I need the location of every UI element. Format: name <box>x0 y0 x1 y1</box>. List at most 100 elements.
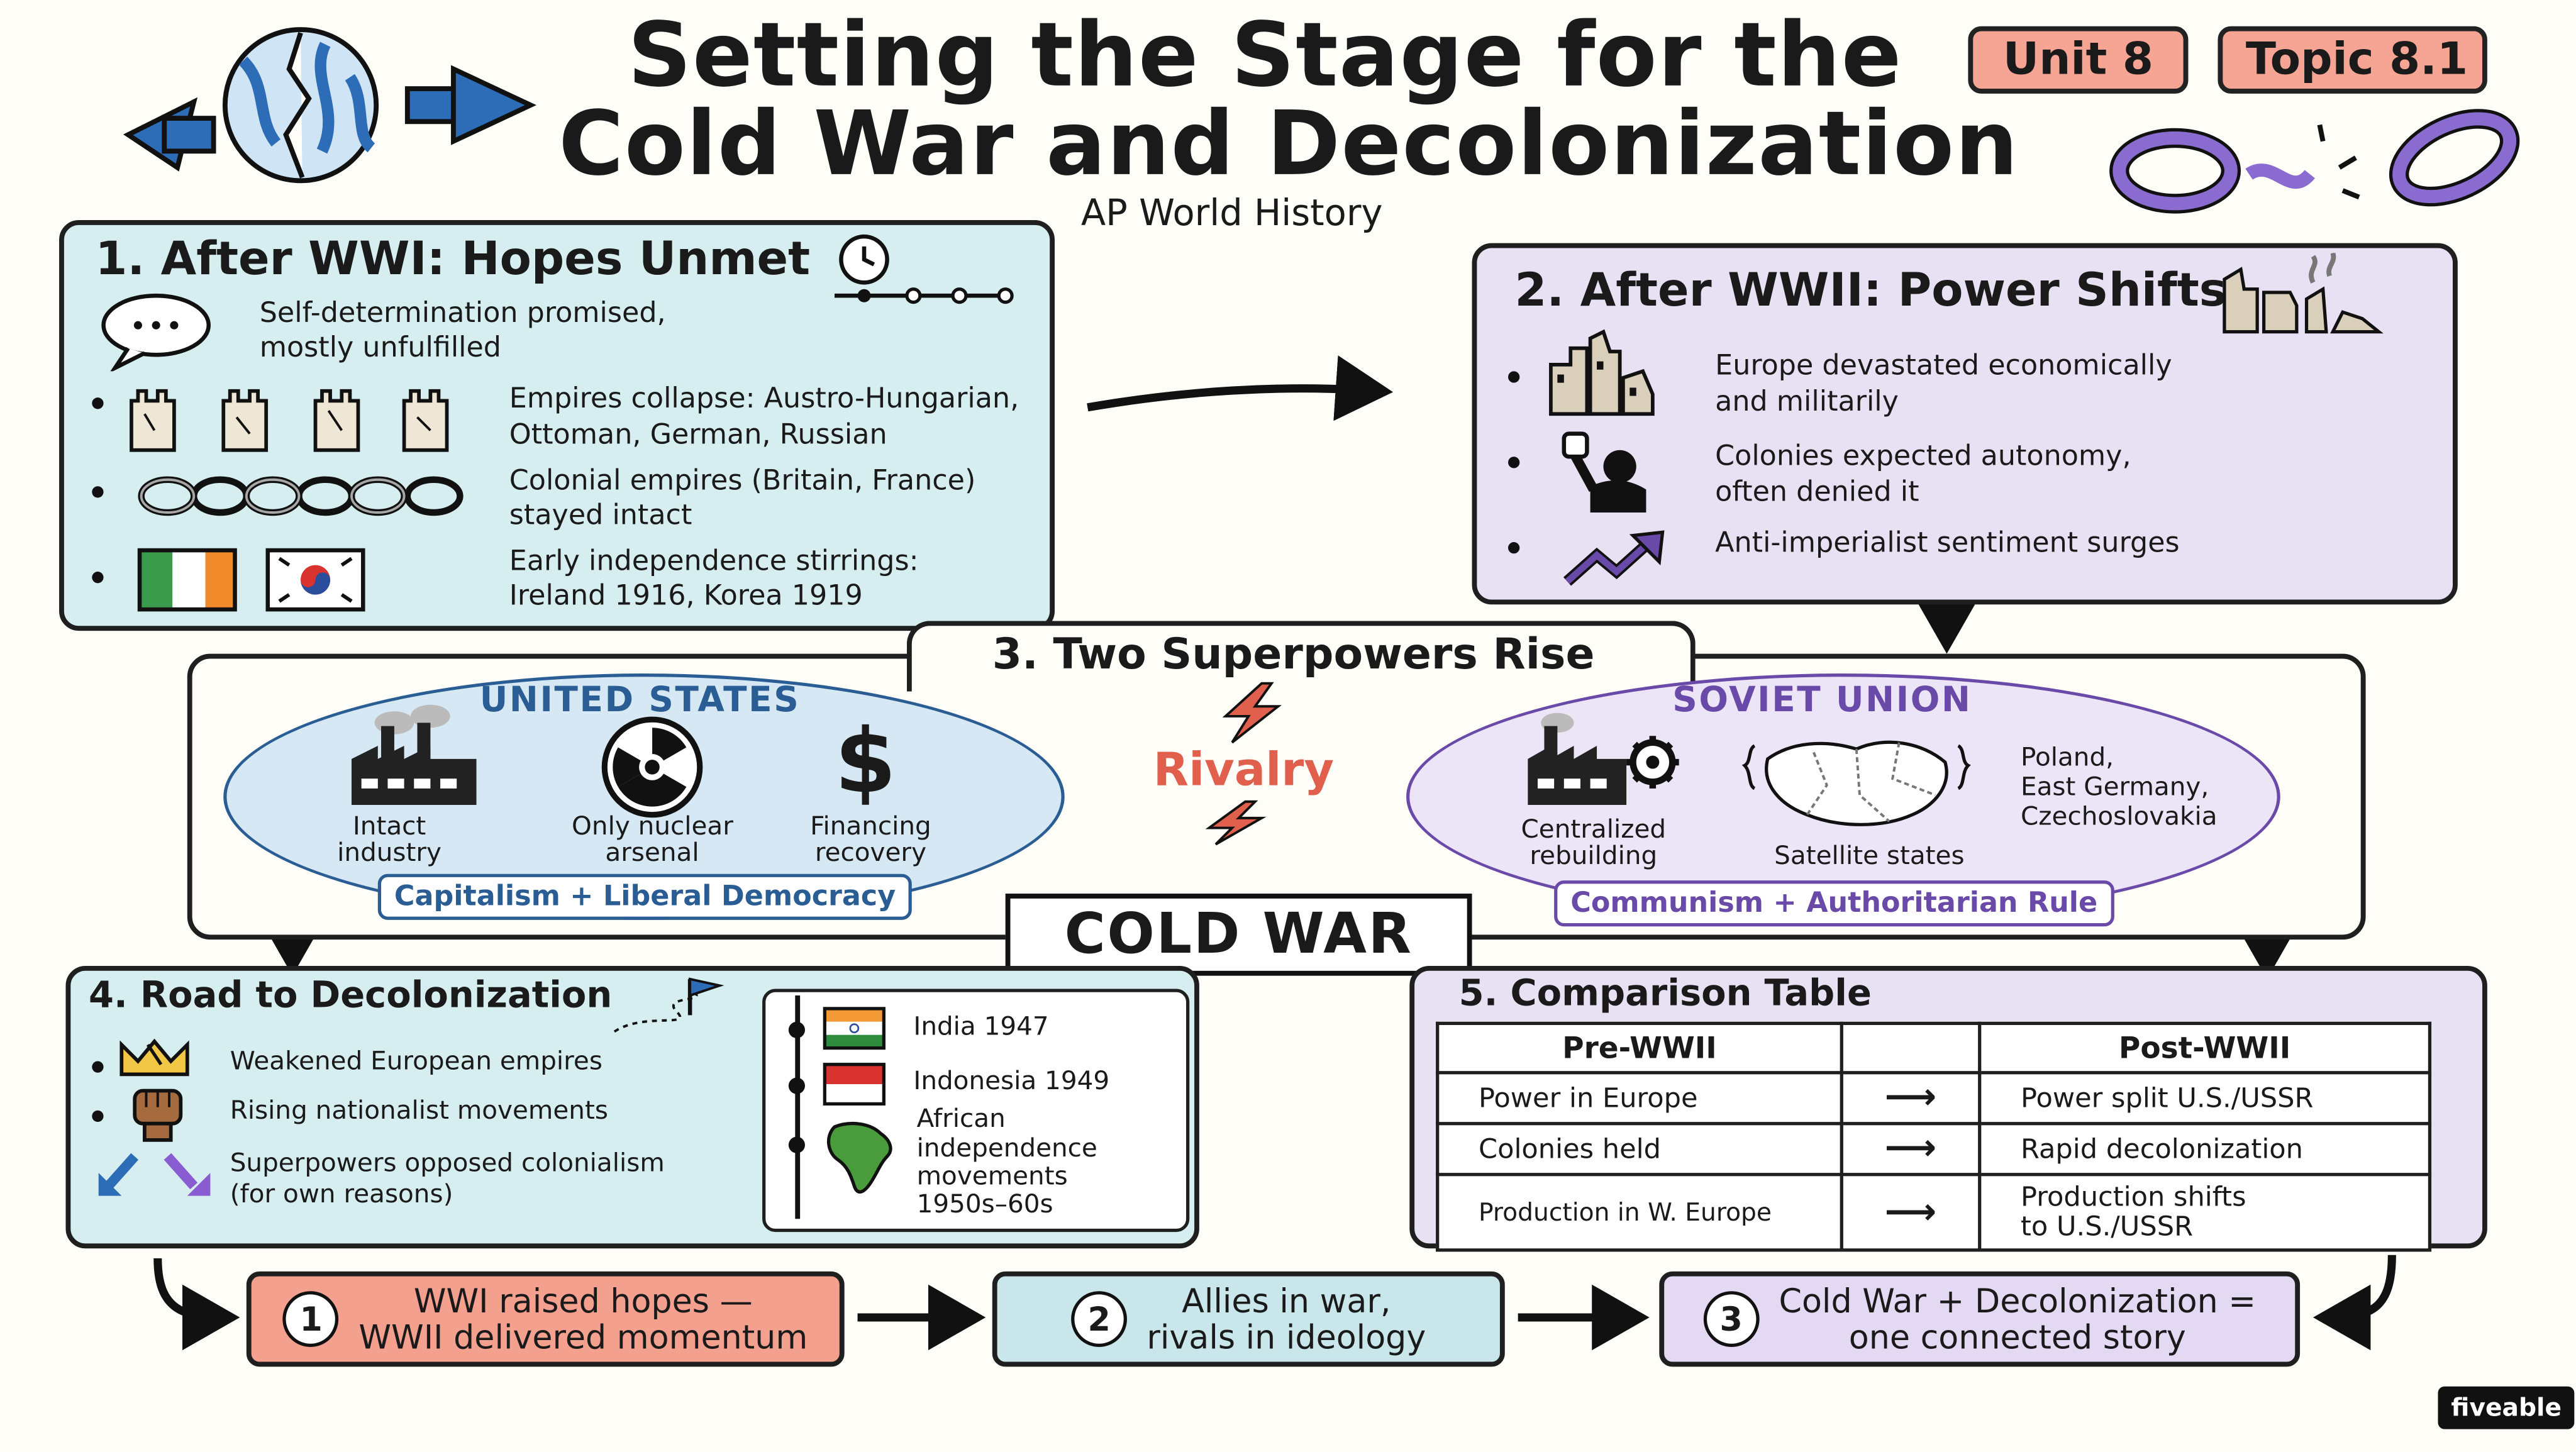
p1-item0-line1: Self-determination promised, <box>259 297 666 331</box>
fist-icon <box>133 1089 183 1142</box>
raised-fist-icon <box>1562 431 1646 513</box>
summary-2-number: 2 <box>1071 1291 1128 1348</box>
us-feature1-line1: Intact <box>352 811 426 841</box>
table-cell-pre: Power in Europe <box>1436 1071 1843 1126</box>
summary-3-line1: Cold War + Decolonization = <box>1779 1281 2257 1321</box>
comparison-table: Pre-WWII Post-WWII Power in Europe ⟶ Pow… <box>1436 1021 2432 1252</box>
ruined-tower-icon <box>130 389 449 452</box>
us-heading: UNITED STATES <box>479 680 801 720</box>
table-row: Power in Europe ⟶ Power split U.S./USSR <box>1436 1071 2432 1126</box>
panel3-title-tab <box>906 621 1696 692</box>
summary-1-number: 1 <box>283 1291 340 1348</box>
page-title-line1: Setting the Stage for the <box>628 3 1902 107</box>
p2-item2-line1: Anti-imperialist sentiment surges <box>1715 527 2180 560</box>
diverging-arrows-icon <box>98 1153 211 1196</box>
table-cell-pre: Colonies held <box>1436 1122 1843 1177</box>
p1-item1-line1: Empires collapse: Austro-Hungarian, <box>509 382 1019 416</box>
cold-war-banner: COLD WAR <box>1005 894 1472 976</box>
p4-item1: Rising nationalist movements <box>230 1095 608 1126</box>
table-cell-post: Power split U.S./USSR <box>1978 1071 2432 1126</box>
lightning-icon <box>1205 800 1267 846</box>
broken-globe-icon <box>123 27 536 184</box>
india-flag-icon <box>823 1007 886 1050</box>
timeline-dot <box>788 1077 805 1094</box>
panel1-title: 1. After WWI: Hopes Unmet <box>95 231 811 286</box>
summary-1: 1 WWI raised hopes — WWII delivered mome… <box>246 1271 845 1367</box>
p2-item0-line1: Europe devastated economically <box>1715 350 2172 383</box>
crown-icon <box>119 1038 189 1077</box>
rivalry-label: Rivalry <box>1153 742 1335 797</box>
timeline-item2-line3: movements <box>916 1161 1068 1191</box>
ruined-city-icon <box>1549 329 1655 416</box>
summary-1-line1: WWI raised hopes — <box>413 1281 753 1321</box>
su-countries-line2: East Germany, <box>2021 772 2209 802</box>
ireland-flag-icon <box>137 548 237 612</box>
ruined-city-icon <box>2223 253 2384 334</box>
su-feature1-line1: Centralized <box>1521 814 1667 845</box>
p4-item2-line1: Superpowers opposed colonialism <box>230 1148 665 1178</box>
p2-item1-line2: often denied it <box>1715 476 1919 509</box>
arrow-bottom-left <box>153 1258 240 1351</box>
timeline-item1: Indonesia 1949 <box>913 1066 1110 1096</box>
summary-1-line2: WWII delivered momentum <box>358 1317 808 1357</box>
table-cell-post-line1: Production shifts <box>2021 1181 2246 1212</box>
su-countries-line1: Poland, <box>2021 742 2114 772</box>
summary-2-line2: rivals in ideology <box>1146 1317 1426 1357</box>
p1-item3-line2: Ireland 1916, Korea 1919 <box>509 580 863 613</box>
clock-icon <box>834 234 1014 304</box>
su-ideology: Communism + Authoritarian Rule <box>1554 880 2114 927</box>
us-feature1-line2: industry <box>337 838 442 868</box>
p2-item0-line2: and militarily <box>1715 385 1899 419</box>
table-row: Colonies held ⟶ Rapid decolonization <box>1436 1122 2432 1177</box>
korea-flag-icon <box>265 548 365 612</box>
bullet <box>92 397 104 409</box>
bullet <box>92 572 104 584</box>
table-cell-post-line2: to U.S./USSR <box>2021 1211 2194 1242</box>
summary-3-line2: one connected story <box>1848 1317 2186 1357</box>
map-icon <box>1741 740 1971 826</box>
flag-path-icon <box>613 977 724 1033</box>
bullet <box>1507 542 1520 554</box>
timeline-item2-line1: African <box>916 1104 1006 1134</box>
speech-bubble-icon <box>101 293 211 372</box>
panel2-title: 2. After WWII: Power Shifts <box>1514 262 2227 318</box>
su-feature2: Satellite states <box>1774 841 1965 871</box>
table-cell-post: Rapid decolonization <box>1978 1122 2432 1177</box>
gear-factory-icon <box>1528 712 1679 805</box>
summary-2-line1: Allies in war, <box>1182 1281 1391 1321</box>
timeline-item0: India 1947 <box>913 1012 1049 1042</box>
row-arrow-icon: ⟶ <box>1840 1122 1982 1177</box>
bullet <box>92 1110 104 1122</box>
us-feature3-line1: Financing <box>810 811 931 841</box>
p1-item0-line2: mostly unfulfilled <box>259 331 502 365</box>
timeline-item2-line4: 1950s–60s <box>916 1189 1053 1219</box>
row-arrow-icon: ⟶ <box>1840 1173 1982 1252</box>
africa-icon <box>826 1122 892 1194</box>
row-arrow-icon: ⟶ <box>1840 1071 1982 1126</box>
bullet <box>1507 457 1520 468</box>
us-ideology: Capitalism + Liberal Democracy <box>377 873 913 920</box>
panel3-title: 3. Two Superpowers Rise <box>992 631 1595 680</box>
p1-item3-line1: Early independence stirrings: <box>509 545 919 579</box>
lightning-icon <box>1222 682 1282 744</box>
timeline-dot <box>788 1136 805 1153</box>
page-subtitle: AP World History <box>1080 194 1383 235</box>
su-heading: SOVIET UNION <box>1672 680 1972 720</box>
table-row: Production in W. Europe ⟶ Production shi… <box>1436 1173 2432 1252</box>
table-header-post: Post-WWII <box>1978 1021 2432 1075</box>
bullet <box>92 1061 104 1073</box>
summary-2: 2 Allies in war, rivals in ideology <box>992 1271 1505 1367</box>
table-cell-pre: Production in W. Europe <box>1436 1173 1843 1252</box>
table-cell-post: Production shifts to U.S./USSR <box>1978 1173 2432 1252</box>
p4-item2-line2: (for own reasons) <box>230 1179 453 1209</box>
indonesia-flag-icon <box>823 1063 886 1106</box>
su-countries-line3: Czechoslovakia <box>2021 801 2218 831</box>
p4-item0: Weakened European empires <box>230 1046 602 1076</box>
p1-item2-line1: Colonial empires (Britain, France) <box>509 465 976 498</box>
us-feature2-line1: Only nuclear <box>572 811 733 841</box>
panel4-title: 4. Road to Decolonization <box>89 975 613 1017</box>
broken-chain-icon <box>2109 109 2520 214</box>
summary-3: 3 Cold War + Decolonization = one connec… <box>1659 1271 2301 1367</box>
